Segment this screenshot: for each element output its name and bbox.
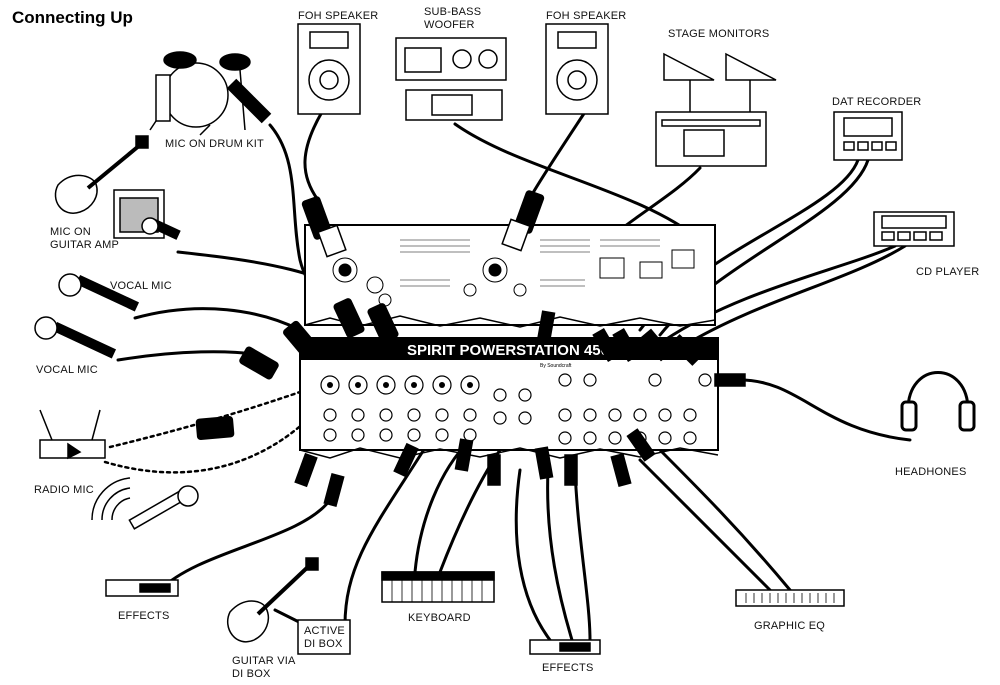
label-radio-mic: RADIO MIC xyxy=(34,484,94,496)
cd-player xyxy=(873,211,955,247)
xlr-plugs-mixer xyxy=(195,298,399,441)
cable-effects-bottom-2 xyxy=(546,468,574,642)
label-mic-drum-kit: MIC ON DRUM KIT xyxy=(165,138,264,150)
label-foh-speaker-left: FOH SPEAKER xyxy=(298,10,379,22)
mixer-input-sockets xyxy=(320,373,712,445)
label-guitar-di-line2: DI BOX xyxy=(232,668,271,680)
cable-effects-left xyxy=(158,498,332,592)
label-dat-recorder: DAT RECORDER xyxy=(832,96,922,108)
headphones-icon xyxy=(900,371,976,432)
jack-plugs-mixer xyxy=(294,310,746,507)
graphic-eq-unit xyxy=(735,589,845,607)
cable-graphic-eq-1 xyxy=(638,458,772,592)
cable-effects-bottom-1 xyxy=(514,468,552,642)
label-graphic-eq: GRAPHIC EQ xyxy=(754,620,826,632)
label-stage-monitors: STAGE MONITORS xyxy=(668,28,770,40)
label-vocal-mic-2: VOCAL MIC xyxy=(36,364,98,376)
dat-recorder xyxy=(833,111,903,161)
label-effects-left: EFFECTS xyxy=(118,610,170,622)
foh-speaker-right xyxy=(545,23,609,115)
mixer-brand: SPIRIT POWERSTATION 450 xyxy=(407,342,609,359)
cable-vocal-mic-1 xyxy=(133,307,302,332)
vocal-mic-2 xyxy=(34,316,117,359)
cable-cd-2 xyxy=(683,244,907,347)
mic-guitar-amp xyxy=(141,217,181,240)
effects-unit-left xyxy=(105,579,179,597)
sub-bass-woofer xyxy=(395,37,507,121)
cable-foh-right xyxy=(528,110,587,200)
label-headphones: HEADHONES xyxy=(895,466,967,478)
label-sub-line1: SUB-BASS xyxy=(424,6,482,18)
cable-headphones xyxy=(738,378,912,442)
drum-kit xyxy=(149,51,272,136)
label-guitar-di-line1: GUITAR VIA xyxy=(232,655,296,667)
electric-guitar-icon xyxy=(54,135,149,214)
cable-graphic-eq-2 xyxy=(648,438,792,592)
cable-active-di xyxy=(343,438,432,627)
label-active-di-line1: ACTIVE xyxy=(304,625,345,637)
power-amplifier-panel xyxy=(304,224,716,328)
vocal-mic-1 xyxy=(58,273,140,312)
radio-mic-handheld xyxy=(128,485,199,530)
label-foh-speaker-right: FOH SPEAKER xyxy=(546,10,627,22)
mixer-maker: By Soundcraft xyxy=(540,363,572,369)
keyboard-instrument xyxy=(381,571,495,603)
label-mic-guitar-line1: MIC ON xyxy=(50,226,91,238)
xlr-plug-foh-right xyxy=(501,190,545,252)
label-active-di-line2: DI BOX xyxy=(304,638,343,650)
active-di-box xyxy=(297,619,351,655)
guitar-via-di-icon xyxy=(227,557,319,643)
label-effects-bottom: EFFECTS xyxy=(542,662,594,674)
cable-effects-bottom-3 xyxy=(573,468,592,642)
label-cd-player: CD PLAYER xyxy=(916,266,980,278)
radio-waves-icon xyxy=(91,477,131,521)
cable-vocal-mic-2 xyxy=(116,350,262,362)
xlr-plug-foh-left xyxy=(301,196,347,258)
plugs xyxy=(195,190,746,507)
mixer: SPIRIT POWERSTATION 450 By Soundcraft xyxy=(299,337,719,459)
radio-mic-receiver xyxy=(39,409,106,460)
stage-monitors xyxy=(655,52,777,167)
label-mic-guitar-line2: GUITAR AMP xyxy=(50,239,120,251)
page-title: Connecting Up xyxy=(12,8,133,27)
cable-foh-left xyxy=(303,110,324,202)
foh-speaker-left xyxy=(297,23,361,115)
effects-unit-bottom xyxy=(529,639,601,655)
label-keyboard: KEYBOARD xyxy=(408,612,471,624)
label-vocal-mic-1: VOCAL MIC xyxy=(110,280,172,292)
label-sub-line2: WOOFER xyxy=(424,19,475,31)
